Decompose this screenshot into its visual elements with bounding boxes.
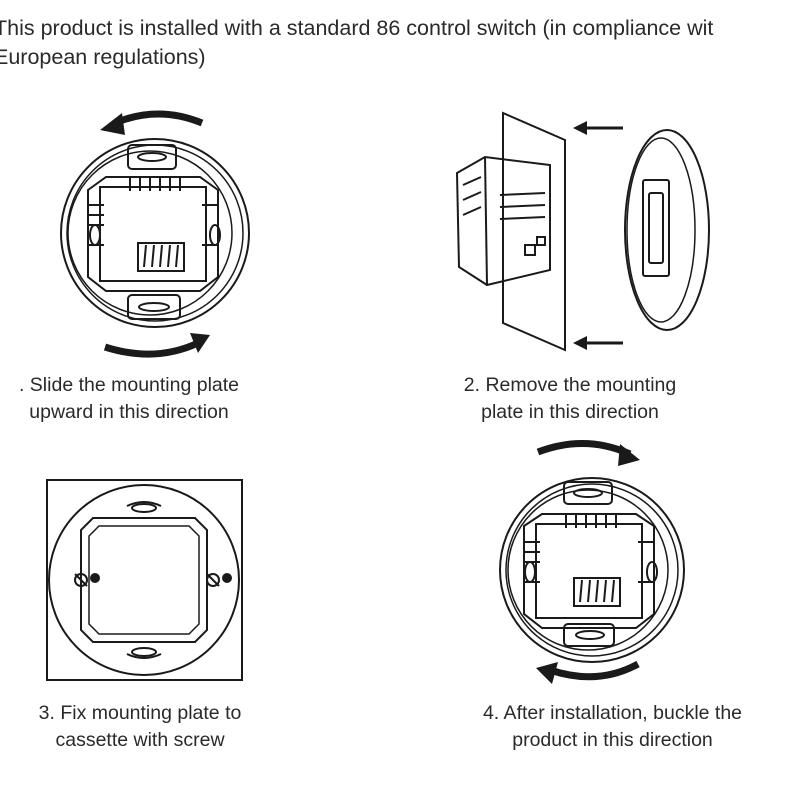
step-3-caption: 3. Fix mounting plate to cassette with s… [38,702,242,751]
figure-step-1 [40,95,270,365]
figure-step-4 [490,430,700,690]
step-1-caption: . Slide the mounting plate upward in thi… [18,374,240,423]
intro-text: This product is installed with a standar… [0,16,714,69]
figure-step-2 [445,95,725,365]
figure-step-3 [45,478,245,684]
step-2-caption: 2. Remove the mounting plate in this dir… [463,374,677,423]
step-4-caption: 4. After installation, buckle the produc… [482,702,743,751]
